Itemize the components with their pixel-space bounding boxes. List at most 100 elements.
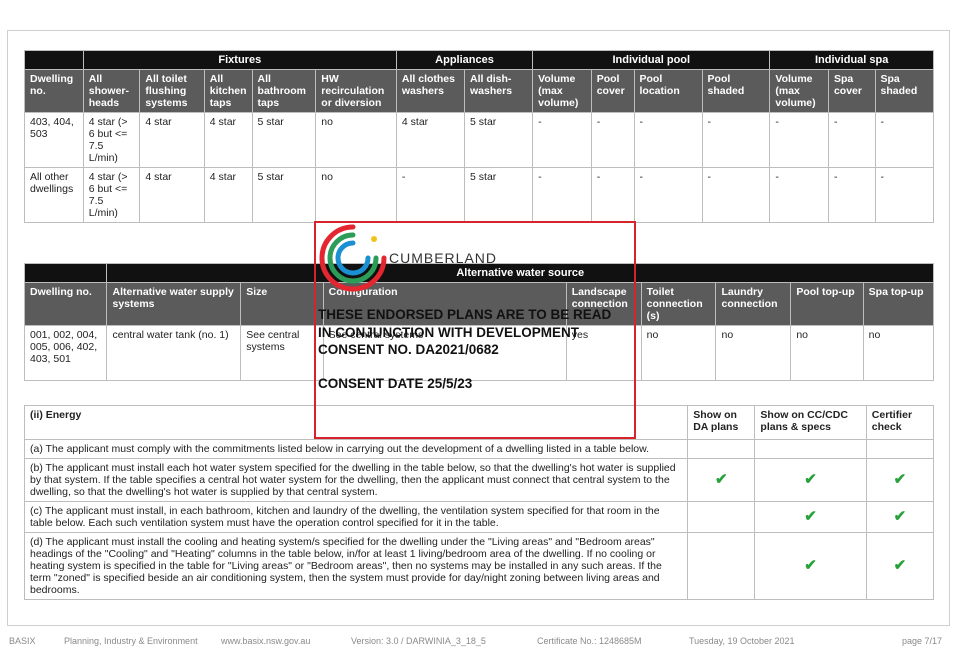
footer-certificate: Certificate No.: 1248685M [537,636,642,646]
da-check-cell [687,439,756,459]
cell: 5 star [464,167,534,223]
footer-version: Version: 3.0 / DARWINIA_3_18_5 [351,636,486,646]
cell: no [790,325,864,381]
cell: - [701,167,771,223]
cell: - [532,167,592,223]
cell: 5 star [251,112,317,168]
cell: no [862,325,935,381]
col-dish-washers: All dish-washers [464,69,534,113]
check-icon: ✔ [715,470,728,488]
cell: - [769,112,829,168]
cell: - [633,167,703,223]
col-pool-location: Pool location [633,69,703,113]
cell: 403, 404, 503 [24,112,84,168]
fixtures-table: Fixtures Appliances Individual pool Indi… [24,50,935,223]
col-bathroom-taps: All bathroom taps [251,69,317,113]
col-spa-shaded: Spa shaded [874,69,935,113]
cell: 4 star [203,112,253,168]
da-check-cell [687,532,756,600]
page-frame [7,30,950,626]
energy-requirement-a: (a) The applicant must comply with the c… [23,439,689,459]
cert-check-cell: ✔ [865,501,935,533]
cell: - [827,167,876,223]
col-kitchen-taps: All kitchen taps [203,69,253,113]
cumberland-logo-icon [319,224,387,292]
cell: - [874,112,935,168]
cc-check-cell: ✔ [754,532,867,600]
cumberland-logo-word: CUMBERLAND [389,250,498,266]
column-header-row: Dwelling no. Alternative water supply sy… [23,282,935,326]
footer-page-number: page 7/17 [902,636,943,646]
table-row: (b) The applicant must install each hot … [23,458,935,502]
group-individual-spa: Individual spa [769,50,934,70]
cell: - [827,112,876,168]
cell: All other dwellings [24,167,84,223]
endorsement-stamp [314,221,636,439]
table-row: (d) The applicant must install the cooli… [23,532,935,600]
stamp-line-1: THESE ENDORSED PLANS ARE TO BE READ [318,307,612,322]
col-shower-heads: All shower-heads [82,69,141,113]
check-icon: ✔ [804,507,817,525]
cert-check-cell: ✔ [865,532,935,600]
cell: no [715,325,792,381]
cell: central water tank (no. 1) [106,325,242,381]
cell: - [633,112,703,168]
cell: - [532,112,592,168]
check-icon: ✔ [893,556,907,574]
group-appliances: Appliances [395,50,534,70]
col-clothes-washers: All clothes washers [395,69,466,113]
cell: See central systems [240,325,324,381]
alternative-water-table: Alternative water source Dwelling no. Al… [23,263,935,381]
cell: - [874,167,935,223]
check-icon: ✔ [893,470,907,488]
energy-table: (ii) Energy Show on DA plans Show on CC/… [23,405,935,600]
energy-requirement-b: (b) The applicant must install each hot … [23,458,689,502]
group-header-row: Fixtures Appliances Individual pool Indi… [24,50,934,70]
cell: - [395,167,466,223]
cell: yes [565,325,642,381]
cell: 4 star [203,167,253,223]
col-toilet-flushing: All toilet flushing systems [139,69,205,113]
table-row: 403, 404, 503 4 star (> 6 but <= 7.5 L/m… [24,112,935,168]
group-individual-pool: Individual pool [532,50,771,70]
cert-check-cell: ✔ [865,458,935,502]
stamp-line-4: CONSENT DATE 25/5/23 [318,376,473,391]
check-icon: ✔ [893,507,907,525]
cert-check-cell [865,439,935,459]
energy-header-row: (ii) Energy Show on DA plans Show on CC/… [23,405,935,440]
col-show-on-cc-cdc: Show on CC/CDC plans & specs [754,405,867,440]
cell: 4 star (> 6 but <= 7.5 L/min) [82,112,141,168]
col-pool-volume: Volume (max volume) [532,69,592,113]
col-dwelling-no: Dwelling no. [23,282,108,326]
cell: no [640,325,717,381]
col-toilet-connection: Toilet connection (s) [640,282,717,326]
group-blank [23,263,108,283]
col-landscape-connection: Landscape connection [565,282,642,326]
cc-check-cell: ✔ [754,501,867,533]
col-dwelling-no: Dwelling no. [24,69,84,113]
table-row: All other dwellings 4 star (> 6 but <= 7… [24,167,935,223]
cell: See central systems [322,325,567,381]
footer-date: Tuesday, 19 October 2021 [689,636,795,646]
cell: 4 star (> 6 but <= 7.5 L/min) [82,167,141,223]
column-header-row: Dwelling no. All shower-heads All toilet… [24,69,935,113]
cell: 4 star [139,112,205,168]
cc-check-cell: ✔ [754,458,867,502]
cell: 5 star [464,112,534,168]
page-footer: BASIX Planning, Industry & Environment w… [0,636,957,650]
col-spa-top-up: Spa top-up [862,282,935,326]
table-row: (a) The applicant must comply with the c… [23,439,935,459]
col-pool-shaded: Pool shaded [701,69,771,113]
col-hw-recirculation: HW recirculation or diversion [315,69,397,113]
stamp-line-2: IN CONJUNCTION WITH DEVELOPMENT [318,325,580,340]
col-certifier-check: Certifier check [865,405,935,440]
check-icon: ✔ [804,556,817,574]
table-row: 001, 002, 004, 005, 006, 402, 403, 501 c… [23,325,935,381]
energy-title: (ii) Energy [23,405,689,440]
cell: - [590,167,635,223]
cell: no [315,167,397,223]
da-check-cell [687,501,756,533]
da-check-cell: ✔ [687,458,756,502]
group-fixtures: Fixtures [82,50,397,70]
cell: 001, 002, 004, 005, 006, 402, 403, 501 [23,325,108,381]
